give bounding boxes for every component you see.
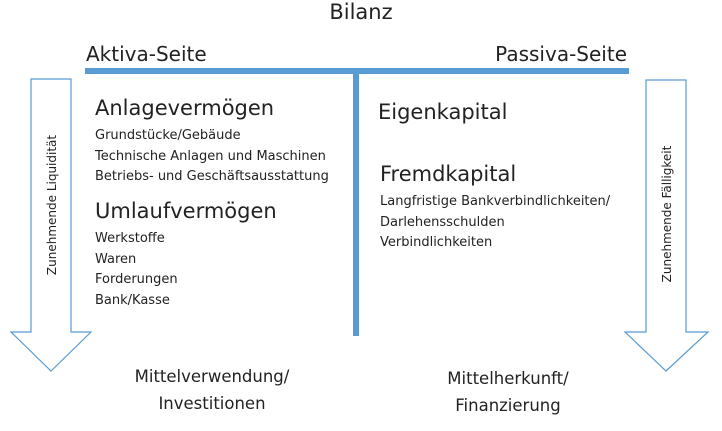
list-item: Werkstoffe <box>95 231 165 246</box>
list-item: Langfristige Bankverbindlichkeiten/ <box>380 194 611 209</box>
aktiva-label: Aktiva-Seite <box>86 42 207 66</box>
umlaufvermoegen-list: Werkstoffe Waren Forderungen Bank/Kasse <box>95 229 178 311</box>
list-item: Waren <box>95 251 137 267</box>
diagram-title: Bilanz <box>329 0 393 24</box>
maturity-arrow: Zunehmende Fälligkeit <box>623 79 710 372</box>
list-item: Forderungen <box>95 272 178 287</box>
list-item: Bank/Kasse <box>95 292 170 308</box>
list-item: Verbindlichkeiten <box>380 235 493 250</box>
list-item: Grundstücke/Gebäude <box>95 128 241 143</box>
maturity-arrow-label: Zunehmende Fälligkeit <box>660 145 674 282</box>
mittelherkunft-caption: Mittelherkunft/ Finanzierung <box>408 365 608 419</box>
liquidity-arrow-label: Zunehmende Liquidität <box>45 135 59 275</box>
umlaufvermoegen-heading: Umlaufvermögen <box>95 199 277 223</box>
caption-line: Investitionen <box>158 394 266 413</box>
fremdkapital-list: Langfristige Bankverbindlichkeiten/ Darl… <box>380 192 610 254</box>
caption-line: Mittelherkunft/ <box>447 369 569 388</box>
caption-line: Mittelverwendung/ <box>134 367 290 386</box>
list-item: Betriebs- und Geschäftsausstattung <box>95 169 329 184</box>
caption-line: Finanzierung <box>455 396 561 415</box>
eigenkapital-heading: Eigenkapital <box>378 100 508 124</box>
t-account-horizontal-bar <box>85 68 629 74</box>
anlagevermoegen-heading: Anlagevermögen <box>95 96 275 120</box>
anlagevermoegen-list: Grundstücke/Gebäude Technische Anlagen u… <box>95 126 329 188</box>
fremdkapital-heading: Fremdkapital <box>380 162 517 186</box>
list-item: Technische Anlagen und Maschinen <box>95 148 326 164</box>
passiva-label: Passiva-Seite <box>495 42 627 66</box>
liquidity-arrow: Zunehmende Liquidität <box>9 78 93 372</box>
list-item: Darlehensschulden <box>380 214 505 230</box>
t-account-vertical-bar <box>353 72 359 336</box>
mittelverwendung-caption: Mittelverwendung/ Investitionen <box>112 363 312 417</box>
